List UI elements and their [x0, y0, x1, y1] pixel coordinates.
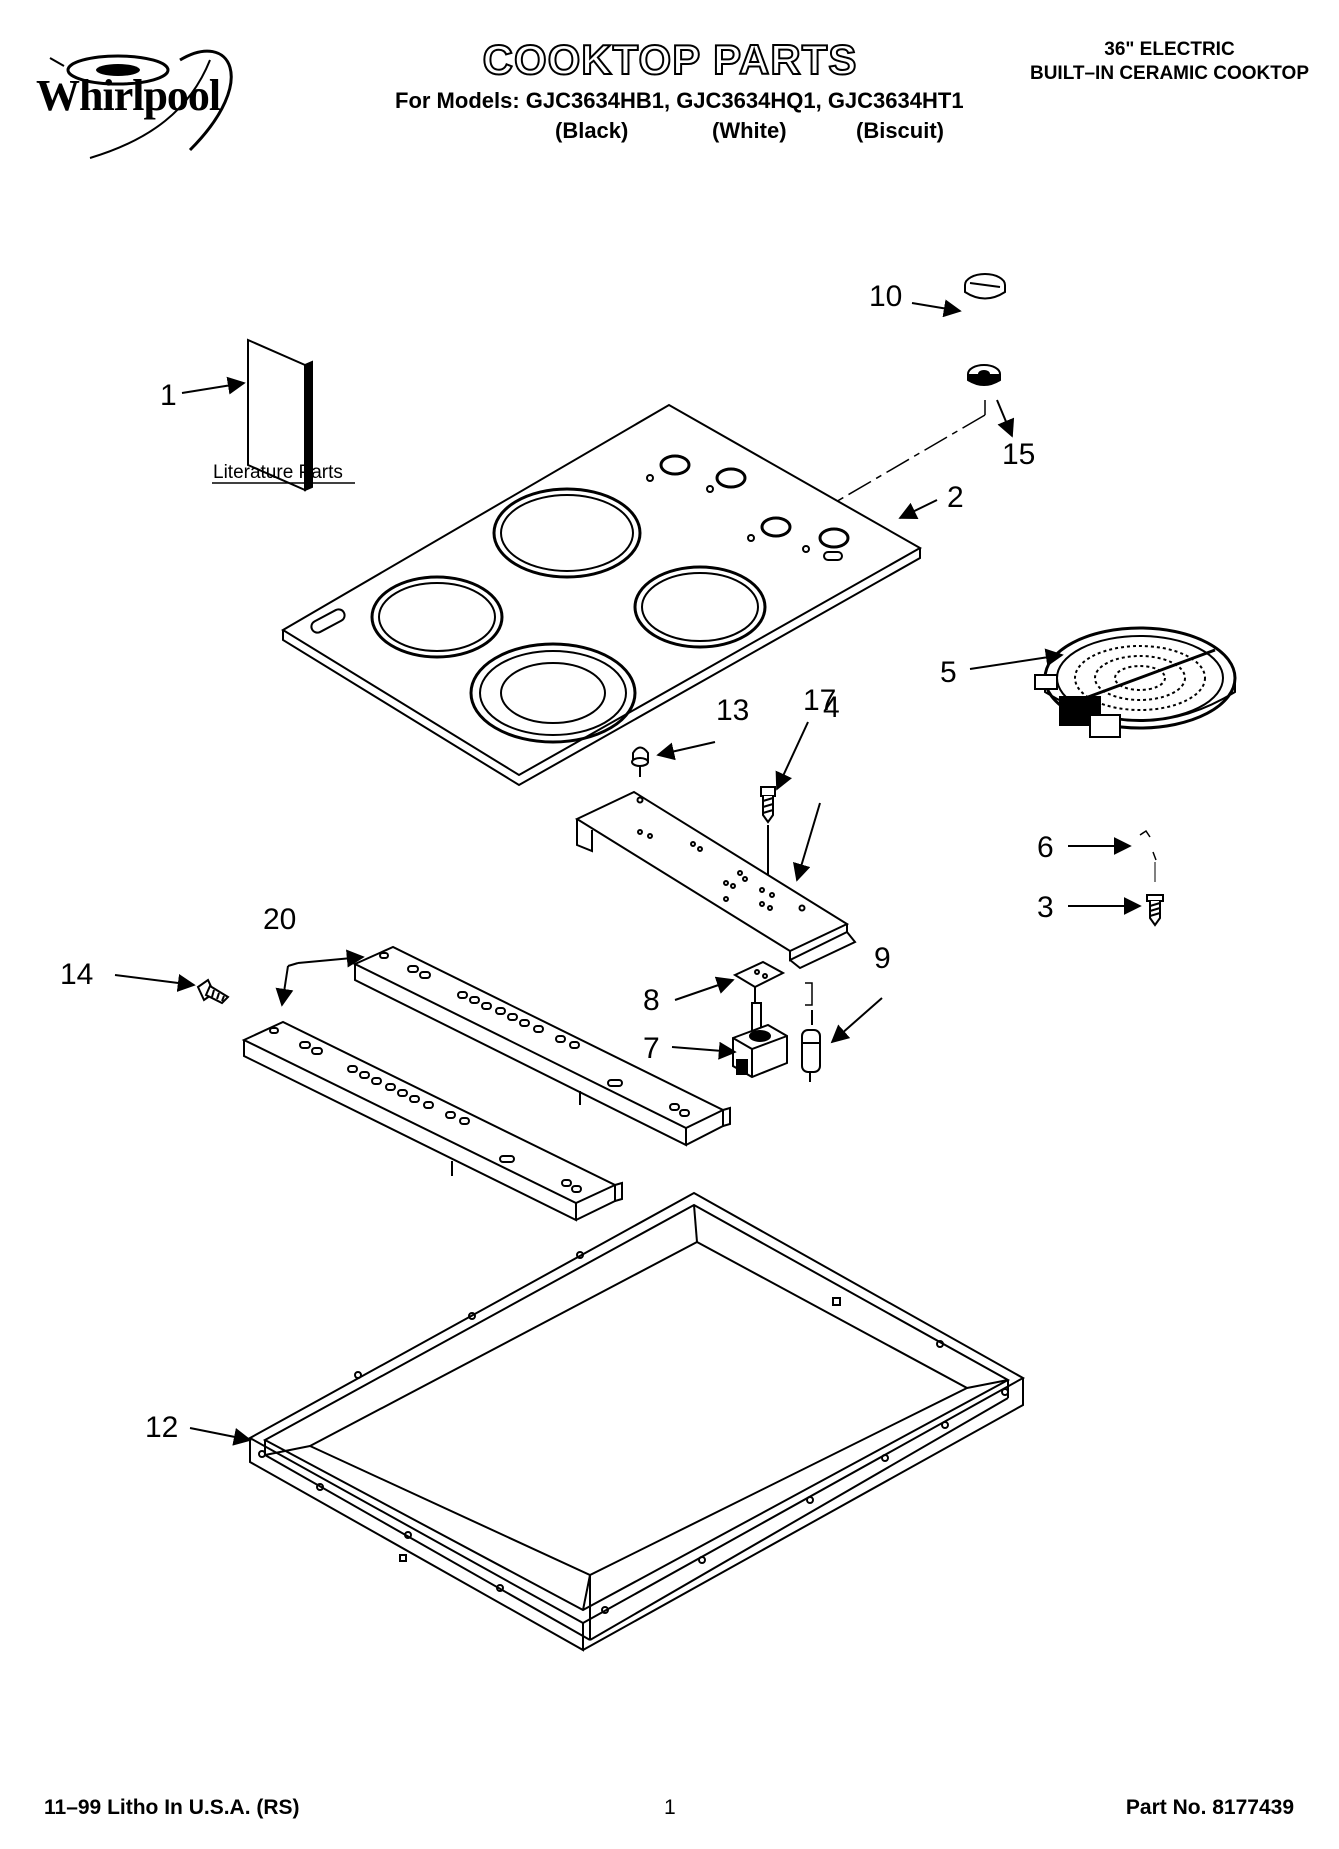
callout-numbers: 1 2 3 4 5 6 7 8 9 10 12 13 14 15 17 20	[60, 280, 1054, 1444]
part-screw	[1146, 894, 1164, 927]
callout-15: 15	[1002, 438, 1035, 471]
product-description: 36" ELECTRIC BUILT–IN CERAMIC COOKTOP	[1030, 38, 1309, 86]
footer-page-number: 1	[664, 1796, 676, 1819]
part-radiant-element	[1034, 626, 1237, 738]
page-title: COOKTOP PARTS	[482, 35, 858, 84]
callout-9: 9	[874, 942, 891, 975]
product-line-2: BUILT–IN CERAMIC COOKTOP	[1029, 63, 1309, 84]
footer-litho: 11–99 Litho In U.S.A. (RS)	[44, 1796, 300, 1819]
part-knob-bezel	[967, 364, 1001, 386]
part-cooktop-glass	[281, 403, 923, 787]
part-trim-screw	[196, 978, 230, 1005]
callout-17: 17	[803, 684, 836, 717]
callout-3: 3	[1037, 891, 1054, 924]
part-bracket-screw	[760, 786, 776, 880]
part-insulator	[732, 960, 786, 1003]
callout-arrows	[114, 299, 1142, 1446]
callout-13: 13	[716, 694, 749, 727]
callout-6: 6	[1037, 831, 1054, 864]
part-mounting-bracket-lower	[241, 1020, 623, 1222]
callout-8: 8	[643, 984, 660, 1017]
callout-20: 20	[263, 903, 296, 936]
whirlpool-logo	[49, 49, 233, 159]
variant-black: (Black)	[555, 118, 629, 143]
part-infinite-switch	[732, 1002, 788, 1079]
callout-14: 14	[60, 958, 93, 991]
part-bumper	[631, 746, 649, 777]
callout-1: 1	[160, 379, 177, 412]
part-element-clip	[1139, 829, 1157, 861]
callout-10: 10	[869, 280, 902, 313]
brand-wordmark: Whirlpool	[36, 71, 221, 120]
part-mounting-bracket-upper	[352, 945, 731, 1147]
callout-12: 12	[145, 1411, 178, 1444]
part-cooktop-frame	[247, 1191, 1026, 1652]
part-control-bracket	[574, 790, 857, 970]
footer-part-number: Part No. 8177439	[1125, 1796, 1294, 1819]
callout-2: 2	[947, 481, 964, 514]
title-block: COOKTOP PARTS	[480, 35, 860, 84]
part-indicator-light	[801, 982, 821, 1082]
part-control-knob	[964, 273, 1006, 300]
callout-5: 5	[940, 656, 957, 689]
part-literature-booklet	[247, 338, 313, 492]
callout-4: 4	[823, 691, 840, 724]
callout-7: 7	[643, 1032, 660, 1065]
product-line-1: 36" ELECTRIC	[1104, 39, 1235, 60]
variant-white: (White)	[712, 118, 787, 143]
variant-biscuit: (Biscuit)	[856, 118, 944, 143]
literature-parts-label: Literature Parts	[213, 462, 343, 483]
models-line: For Models: GJC3634HB1, GJC3634HQ1, GJC3…	[395, 88, 964, 113]
